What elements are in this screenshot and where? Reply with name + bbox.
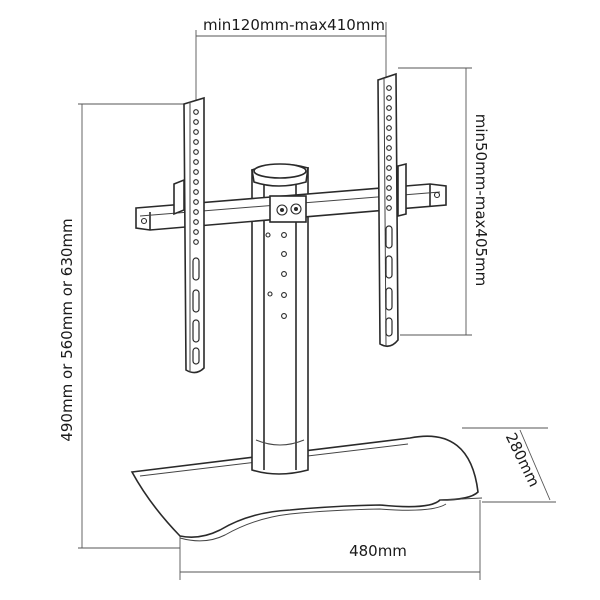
crossbar — [135, 183, 447, 231]
base-plate — [130, 435, 483, 542]
base-width-label: 480mm — [349, 542, 407, 560]
top-width-label: min120mm-max410mm — [203, 16, 385, 34]
left-height-label: 490mm or 560mm or 630mm — [58, 218, 76, 441]
center-column — [251, 163, 309, 475]
right-height-label: min50mm-max405mm — [472, 114, 490, 287]
right-vesa-arm — [377, 72, 407, 348]
left-arm-holes — [193, 109, 199, 245]
left-vesa-arm — [173, 96, 205, 374]
dimension-lines — [78, 22, 556, 580]
base-depth-label: 280mm — [502, 430, 544, 490]
right-arm-holes — [386, 85, 392, 211]
